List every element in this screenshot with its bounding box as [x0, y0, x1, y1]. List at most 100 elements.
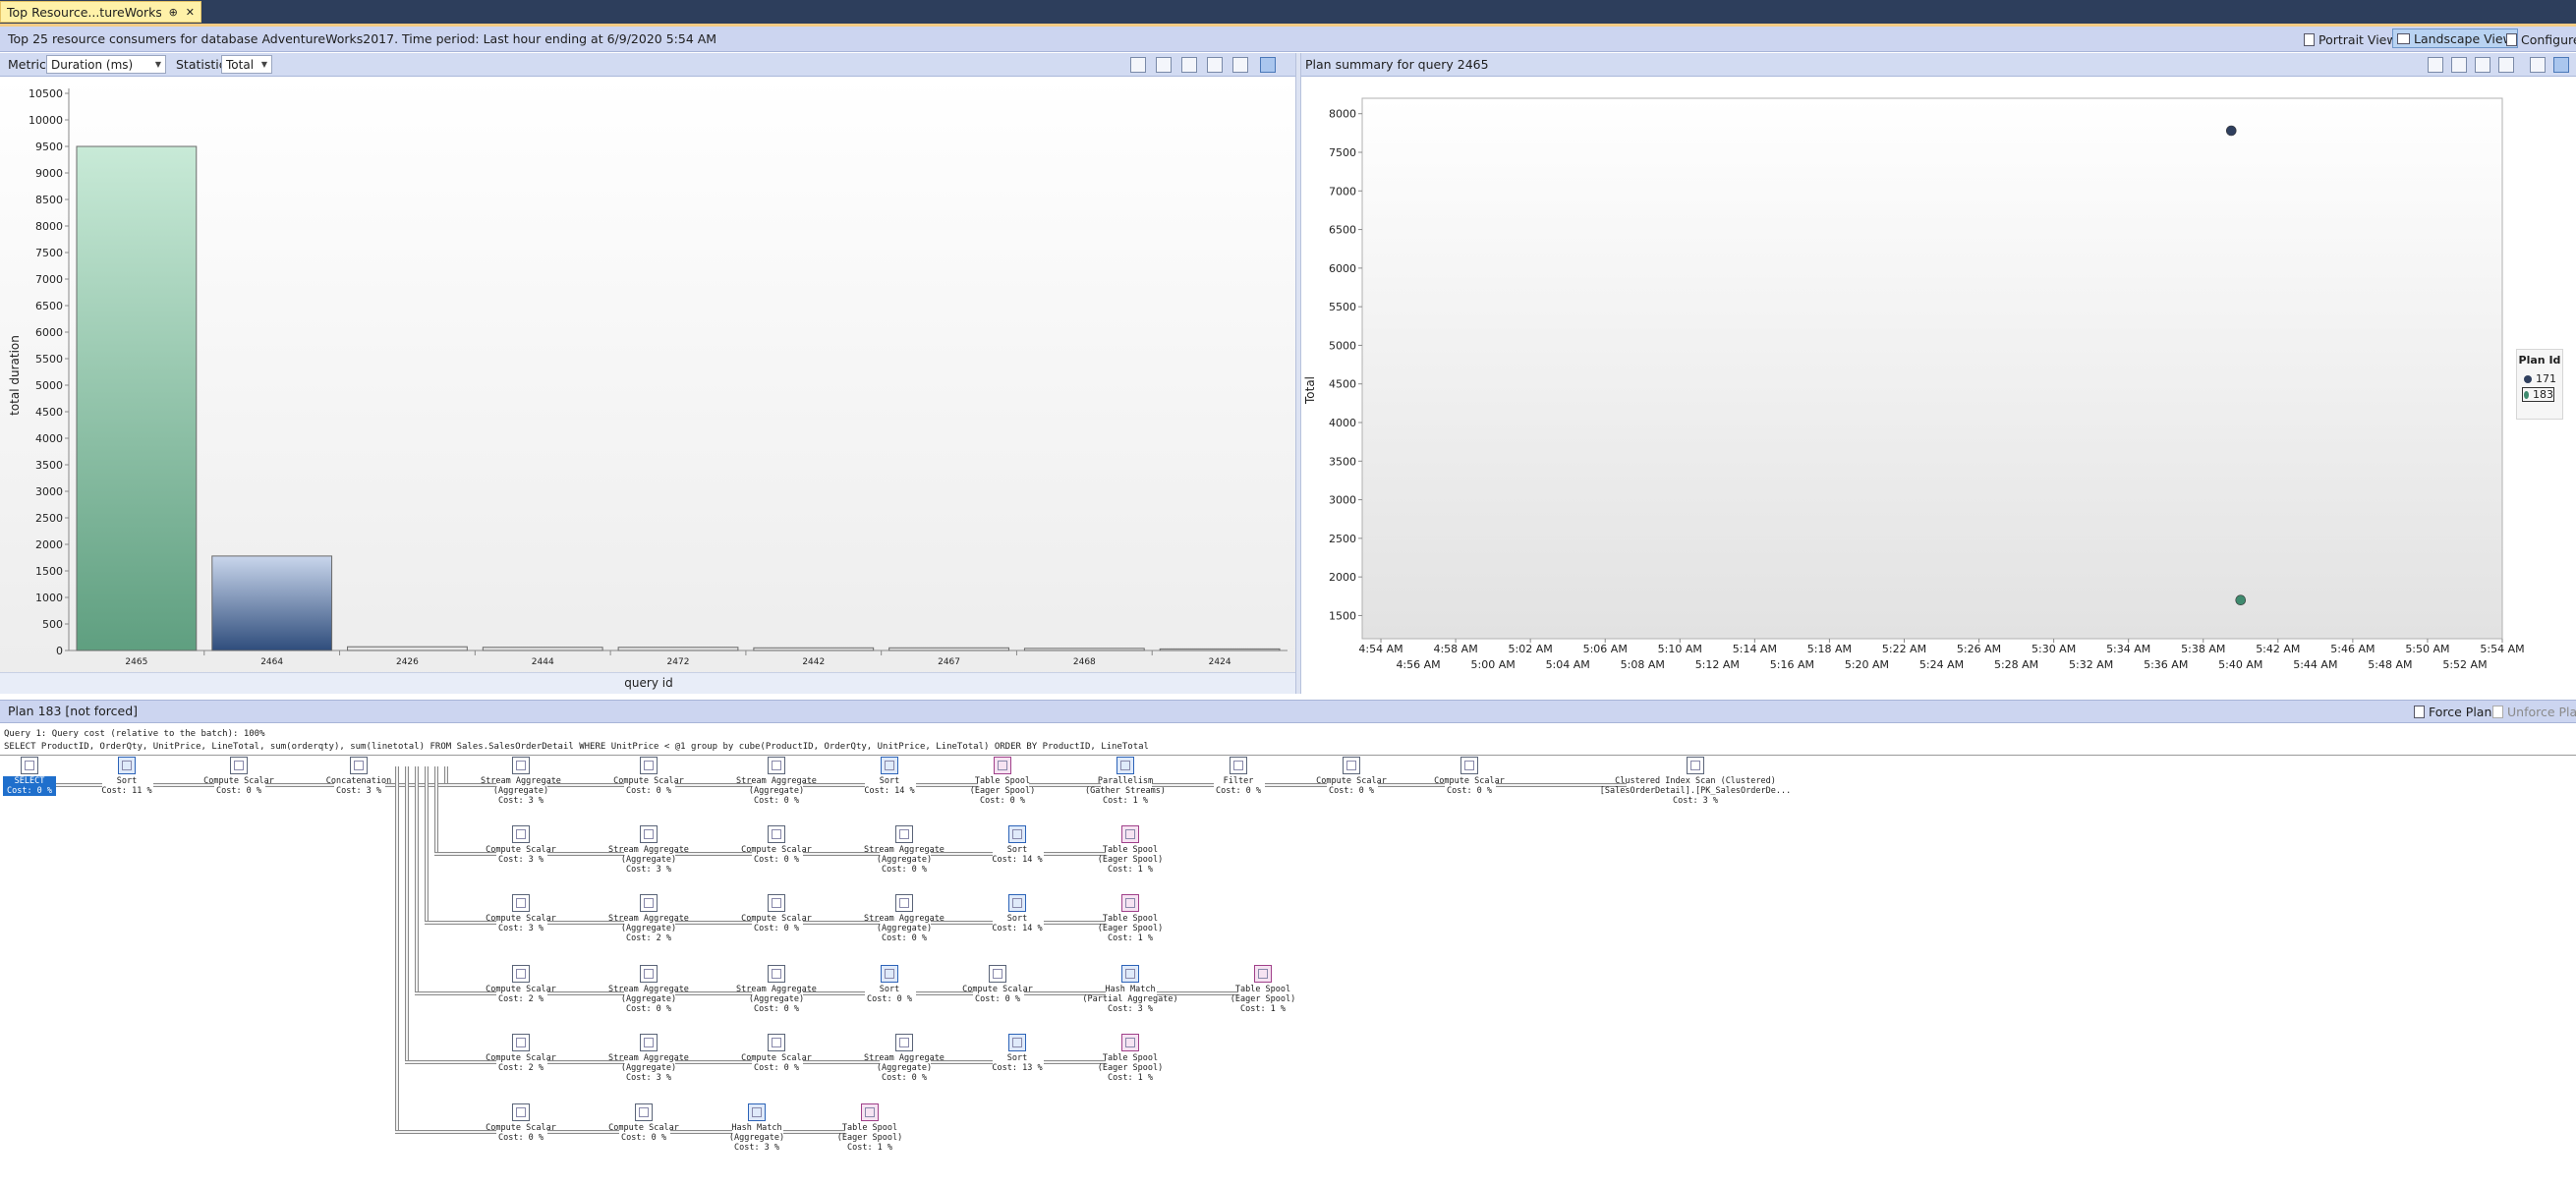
- portrait-view-button[interactable]: Portrait View: [2300, 29, 2401, 49]
- refresh-icon[interactable]: [1156, 57, 1172, 73]
- plan-node[interactable]: Stream Aggregate(Aggregate)Cost: 3 %: [585, 1034, 713, 1083]
- plan-node[interactable]: Stream Aggregate(Aggregate)Cost: 0 %: [713, 757, 840, 806]
- grid-view-icon[interactable]: [1130, 57, 1146, 73]
- metric-dropdown[interactable]: Duration (ms)▼: [46, 55, 166, 74]
- plan-node[interactable]: Stream Aggregate(Aggregate)Cost: 2 %: [585, 894, 713, 943]
- grid-view-icon[interactable]: [2428, 57, 2443, 73]
- plan-node[interactable]: Stream Aggregate(Aggregate)Cost: 0 %: [713, 965, 840, 1014]
- node-subname: (Eager Spool): [1097, 1063, 1164, 1073]
- legend-title: Plan Id: [2518, 354, 2561, 367]
- table-spool-icon: [861, 1103, 879, 1121]
- configure-button[interactable]: Configure: [2502, 29, 2576, 49]
- node-name: Stream Aggregate: [864, 1053, 945, 1063]
- node-cost: Cost: 0 %: [753, 796, 800, 806]
- refresh-icon[interactable]: [2451, 57, 2467, 73]
- y-tick-label: 8000: [1329, 108, 1356, 121]
- plan-node[interactable]: Table Spool(Eager Spool)Cost: 1 %: [806, 1103, 934, 1153]
- plan-node[interactable]: Stream Aggregate(Aggregate)Cost: 0 %: [840, 825, 968, 875]
- plan-connector: [675, 783, 752, 787]
- bar-chart: 0500100015002000250030003500400045005000…: [29, 87, 1288, 667]
- plan-node[interactable]: Table Spool(Eager Spool)Cost: 1 %: [1199, 965, 1327, 1014]
- scatter-view-icon[interactable]: [2553, 57, 2569, 73]
- operator-icon: [881, 757, 898, 774]
- node-subname: (Aggregate): [620, 855, 677, 865]
- node-cost: Cost: 1 %: [1107, 865, 1154, 875]
- y-tick-label: 5500: [35, 353, 63, 366]
- plan-node[interactable]: Stream Aggregate(Aggregate)Cost: 3 %: [585, 825, 713, 875]
- chart-icon[interactable]: [2498, 57, 2514, 73]
- plan-node[interactable]: Clustered Index Scan (Clustered)[SalesOr…: [1587, 757, 1803, 806]
- document-tab[interactable]: Top Resource...tureWorks2017] ⊕ ✕: [0, 1, 201, 23]
- filter-icon[interactable]: [2530, 57, 2546, 73]
- y-tick-label: 6500: [1329, 224, 1356, 237]
- unforce-plan-button[interactable]: Unforce Plan: [2489, 702, 2576, 721]
- plan-node[interactable]: Stream Aggregate(Aggregate)Cost: 0 %: [840, 894, 968, 943]
- close-icon[interactable]: ✕: [185, 5, 195, 19]
- plan-connector: [1496, 783, 1627, 787]
- plan-node[interactable]: Stream Aggregate(Aggregate)Cost: 3 %: [457, 757, 585, 806]
- plan-node[interactable]: Parallelism(Gather Streams)Cost: 1 %: [1061, 757, 1189, 806]
- node-name: Compute Scalar: [1316, 776, 1387, 786]
- plan-connector: [425, 766, 429, 924]
- y-tick-label: 10500: [29, 87, 63, 100]
- plan-connector: [547, 852, 624, 856]
- export-icon[interactable]: [1181, 57, 1197, 73]
- operator-icon: [1121, 965, 1139, 983]
- plan-connector: [265, 783, 334, 787]
- plan-node[interactable]: Hash Match(Aggregate)Cost: 3 %: [693, 1103, 821, 1153]
- node-cost: Cost: 11 %: [101, 786, 152, 796]
- plan-node[interactable]: Stream Aggregate(Aggregate)Cost: 0 %: [840, 1034, 968, 1083]
- legend-item-171[interactable]: 171: [2524, 372, 2562, 385]
- plan-node[interactable]: Stream Aggregate(Aggregate)Cost: 0 %: [585, 965, 713, 1014]
- statistic-dropdown[interactable]: Total▼: [221, 55, 272, 74]
- node-subname: (Aggregate): [748, 786, 805, 796]
- table-view-icon[interactable]: [1207, 57, 1223, 73]
- filter-icon[interactable]: [1232, 57, 1248, 73]
- force-plan-button[interactable]: Force Plan: [2410, 702, 2495, 721]
- plan-node[interactable]: Table Spool(Eager Spool)Cost: 1 %: [1066, 825, 1194, 875]
- pin-icon[interactable]: ⊕: [168, 5, 178, 19]
- legend-item-183[interactable]: 183: [2522, 387, 2554, 402]
- node-name: Compute Scalar: [741, 845, 812, 855]
- node-cost: Cost: 0 %: [215, 786, 262, 796]
- plan-connector: [1378, 783, 1445, 787]
- x-tick-label: 2467: [938, 657, 960, 667]
- plan-node[interactable]: Table Spool(Eager Spool)Cost: 1 %: [1066, 894, 1194, 943]
- plan-connector: [916, 783, 978, 787]
- panel-splitter[interactable]: [1295, 53, 1301, 694]
- plan-connector: [803, 1060, 880, 1064]
- table-view-icon[interactable]: [2475, 57, 2490, 73]
- x-tick-label: 5:20 AM: [1845, 658, 1889, 671]
- plan-node[interactable]: Table Spool(Eager Spool)Cost: 0 %: [939, 757, 1066, 806]
- landscape-view-button[interactable]: Landscape View: [2392, 28, 2518, 48]
- operator-icon: [640, 825, 658, 843]
- chart-view-icon[interactable]: [1260, 57, 1276, 73]
- configure-label: Configure: [2521, 31, 2576, 47]
- node-cost: Cost: 13 %: [992, 1063, 1043, 1073]
- plan-node[interactable]: Table Spool(Eager Spool)Cost: 1 %: [1066, 1034, 1194, 1083]
- plan-node[interactable]: Hash Match(Partial Aggregate)Cost: 3 %: [1066, 965, 1194, 1014]
